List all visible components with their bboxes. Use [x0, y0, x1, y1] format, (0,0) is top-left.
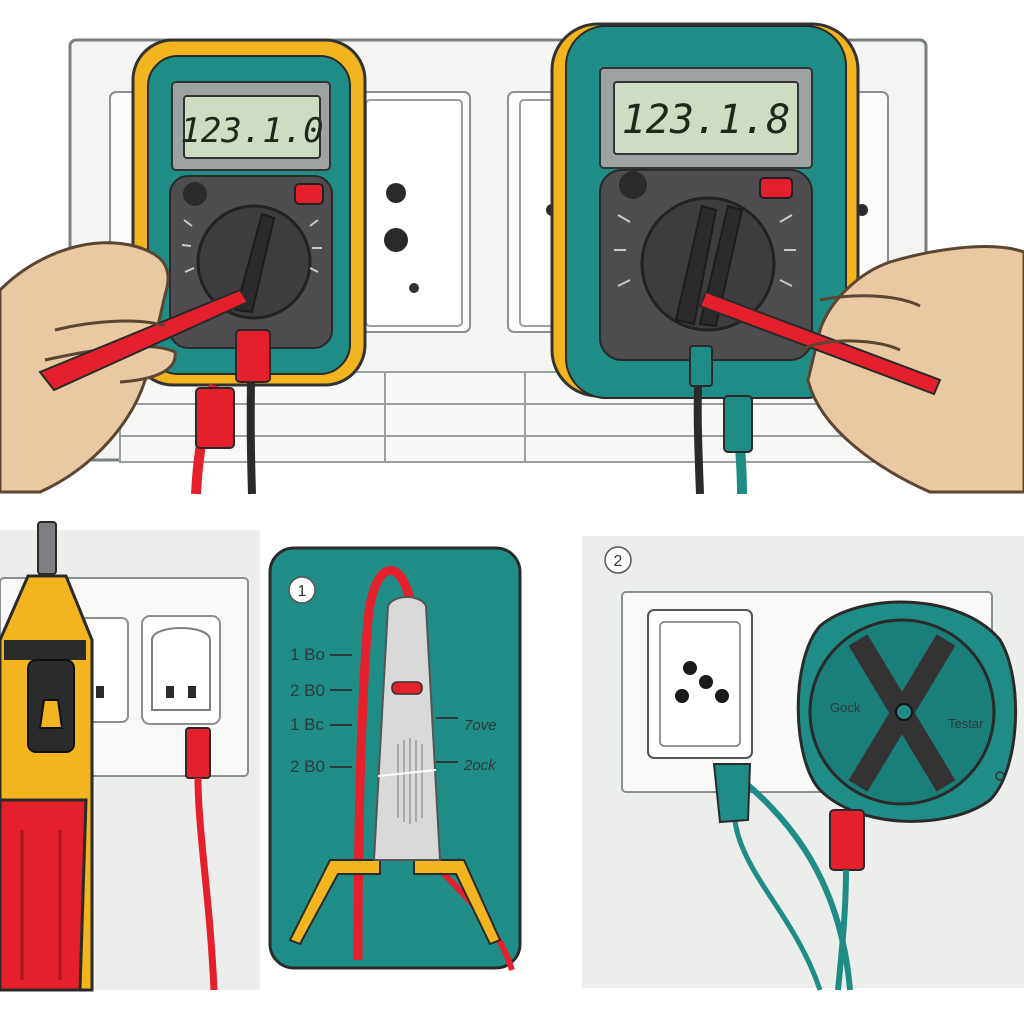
- indicator-light-icon: [391, 681, 423, 695]
- outlet-hole-icon: [386, 183, 406, 203]
- hand-right-icon: [698, 245, 1024, 494]
- outlet-hole-icon: [384, 228, 408, 252]
- probe-label: 2ock: [463, 757, 497, 774]
- probe-label: 7ove: [464, 717, 497, 734]
- hold-button-icon: [294, 183, 324, 205]
- scale-label: 1 Bc: [290, 715, 325, 734]
- dial-label-right: Testar: [948, 716, 984, 731]
- tester-scene: [0, 521, 260, 992]
- voltage-tester-icon: [0, 521, 94, 992]
- step-badge: [604, 546, 632, 574]
- multimeter-left-icon: 123.1.0: [131, 38, 367, 387]
- plug-icon: [829, 809, 865, 871]
- top-scene: 123.1.0: [0, 22, 1024, 495]
- hold-button-icon: [759, 177, 793, 199]
- step-badge: [288, 576, 316, 604]
- scale-label: 2 B0: [290, 757, 325, 776]
- power-button-icon: [183, 182, 207, 206]
- lcd-reading: 123.1.0: [180, 111, 323, 151]
- multimeter-right-icon: 123.1.8: [550, 22, 860, 399]
- scale-label: 1 Bo: [290, 645, 325, 664]
- clamp-meter-icon: [796, 600, 1018, 823]
- outlet-screw-icon: [409, 283, 419, 293]
- panel-2: 2 Gock Testar: [582, 536, 1024, 991]
- outlet-face: [141, 615, 221, 725]
- pivot-icon: [895, 703, 913, 721]
- step-number: 1: [298, 583, 307, 600]
- step-number: 2: [614, 553, 623, 570]
- hand-left-icon: [0, 241, 250, 494]
- red-lead: [194, 777, 218, 991]
- lcd-screen: [183, 95, 321, 159]
- power-button-icon: [619, 171, 647, 199]
- rotary-dial-icon: [640, 196, 776, 332]
- lcd-reading: 123.1.8: [622, 97, 791, 143]
- probe-clamp-icon: [372, 596, 442, 861]
- panel-1: 1 1 Bo 2 B0 1 Bc 2 B0 7ove 2ock: [268, 546, 522, 971]
- outlet-holes-icon: [675, 661, 729, 703]
- plug-icon: [712, 763, 752, 824]
- scale-label: 2 B0: [290, 681, 325, 700]
- lcd-screen: [613, 81, 799, 155]
- dial-label-left: Gock: [830, 700, 861, 715]
- plug-icon: [185, 727, 211, 779]
- probe-icon: [38, 288, 250, 392]
